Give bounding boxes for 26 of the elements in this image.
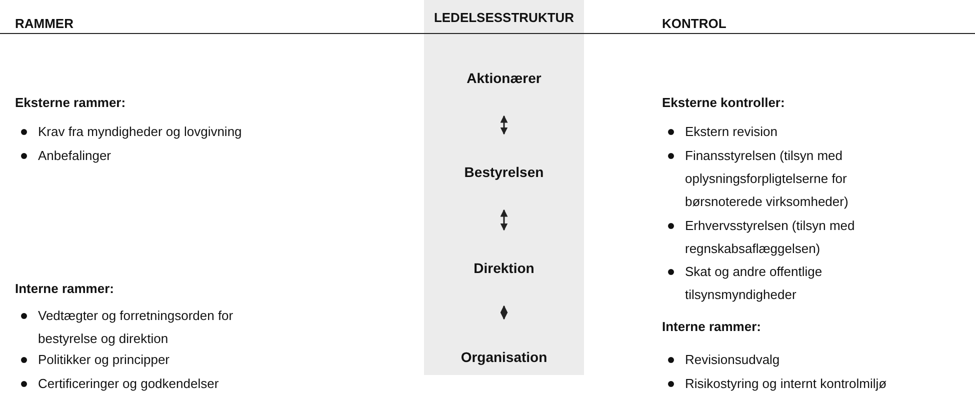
list-item: Ekstern revision — [685, 123, 778, 141]
column-heading: KONTROL — [662, 15, 726, 33]
column-heading: RAMMER — [15, 15, 74, 33]
role-label: Organisation — [434, 319, 574, 395]
list-item: Vedtægter og forretningsorden for bestyrelse og direktion — [38, 307, 234, 348]
double-arrow — [500, 209, 508, 231]
section-heading: Interne rammer: — [15, 280, 114, 298]
list-item: Risikostyring og internt kontrolmiljø — [685, 375, 888, 393]
column-heading: LEDELSESSTRUKTUR — [432, 10, 576, 25]
section-heading: Eksterne rammer: — [15, 94, 126, 112]
double-arrow — [500, 115, 508, 135]
list-item: Skat og andre offentlige tilsynsmyndigheder — [685, 263, 824, 304]
list-item: Erhvervsstyrelsen (tilsyn med regnskabsaflæggelsen) — [685, 217, 856, 258]
list-item: Krav fra myndigheder og lovgivning — [38, 123, 243, 141]
role-label: Direktion — [434, 230, 574, 306]
section-heading: Eksterne kontroller: — [662, 94, 785, 112]
list-item: Politikker og principper — [38, 351, 171, 369]
section-heading: Interne rammer: — [662, 318, 761, 336]
double-arrow — [500, 305, 508, 320]
list-item: Finansstyrelsen (tilsyn med oplysningsforpligtelserne for børsnoterede virksomheder) — [685, 147, 850, 211]
role-label: Aktionærer — [434, 40, 574, 116]
structure-band — [424, 0, 584, 375]
role-label: Bestyrelsen — [434, 134, 574, 210]
list-item: Certificeringer og godkendelser — [38, 375, 220, 393]
list-item: Revisionsudvalg — [685, 351, 781, 369]
list-item: Anbefalinger — [38, 147, 112, 165]
